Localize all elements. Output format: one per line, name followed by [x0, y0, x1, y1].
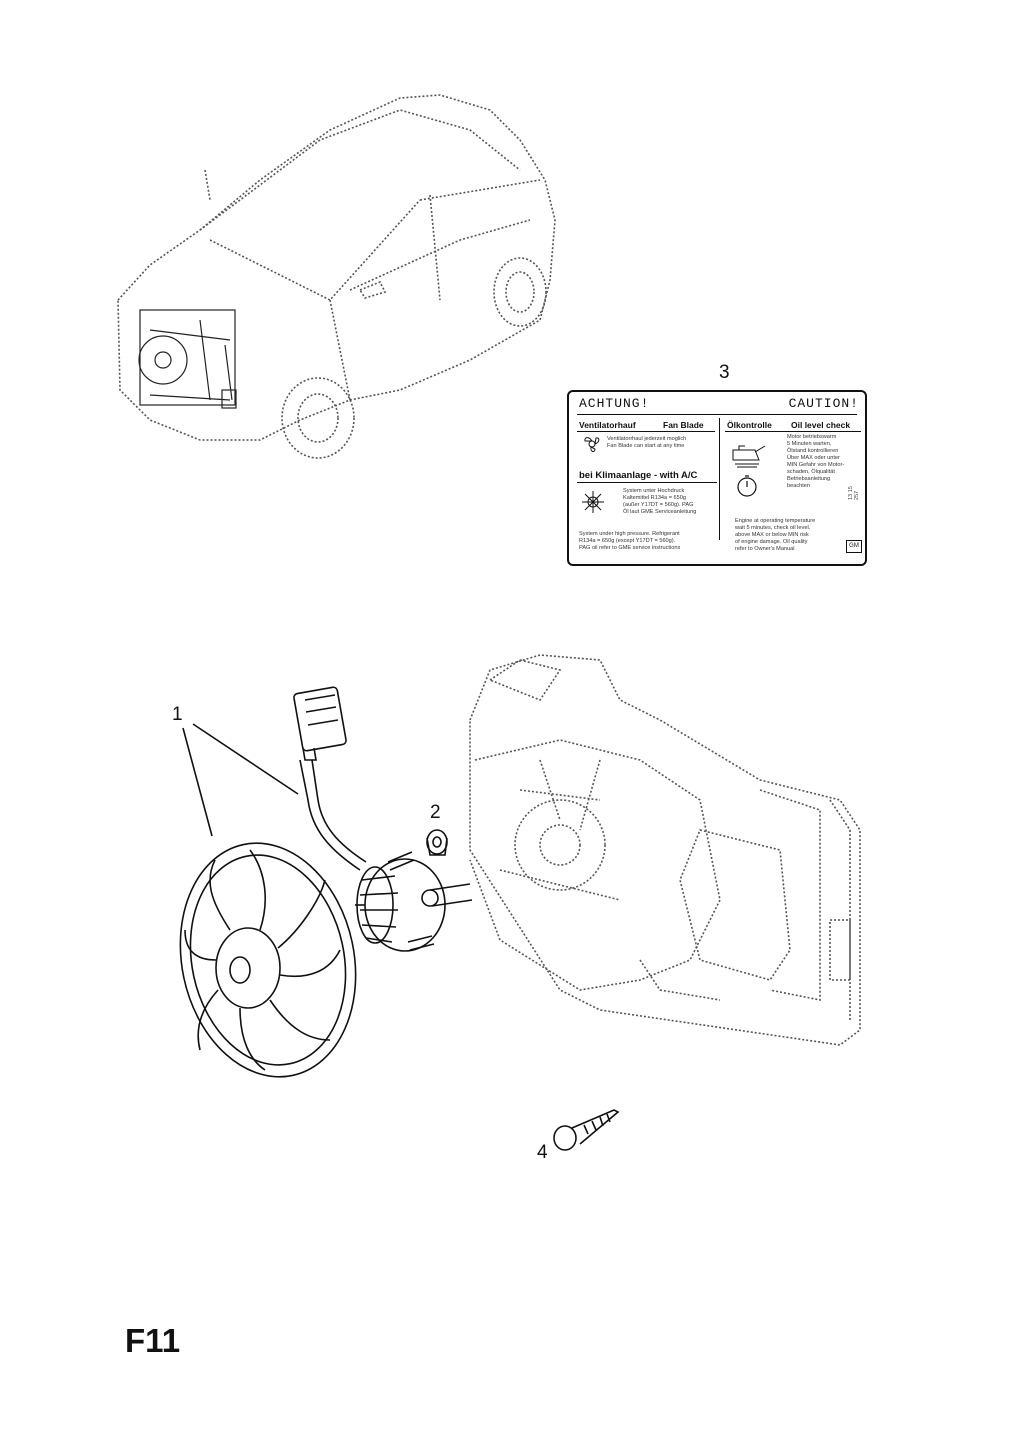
oil-underline — [725, 431, 861, 432]
column-divider — [719, 418, 720, 540]
ac-title: bei Klimaanlage - with A/C — [579, 470, 698, 481]
radiator-shroud — [469, 654, 861, 1046]
fan-title-de: Ventilatorhauf — [579, 420, 636, 430]
label-header-right: CAUTION! — [788, 396, 859, 411]
callout-2: 2 — [430, 802, 441, 823]
gm-logo: GM — [846, 540, 862, 553]
callout-4: 4 — [537, 1142, 548, 1163]
fan-underline — [577, 431, 715, 432]
page-code: F11 — [125, 1322, 181, 1359]
oil-text-de: Motor betriebswarm 5 Minuten warten, Öls… — [787, 434, 845, 489]
label-part-code: 13 15 257 — [848, 486, 860, 500]
callout-1: 1 — [172, 704, 183, 725]
nut — [426, 829, 448, 856]
ac-underline — [577, 482, 717, 483]
fan-blade-icon — [584, 437, 600, 452]
callout-3: 3 — [719, 362, 730, 383]
timer-icon — [737, 475, 757, 497]
header-divider — [577, 414, 857, 415]
fan-text: Ventilatorrhaul jederzeit moglich Fan Bl… — [607, 436, 687, 449]
fan-motor — [293, 686, 473, 952]
screw — [553, 1109, 620, 1151]
ac-text-de: System unter Hochdruck Kaltemittel R134a… — [623, 488, 697, 515]
vehicle-fan-module — [138, 309, 237, 409]
snowflake-icon — [582, 491, 604, 513]
label-header-left: ACHTUNG! — [579, 396, 650, 411]
leader-lines — [182, 723, 299, 837]
oil-title-de: Ölkontrolle — [727, 420, 772, 430]
oil-text-en: Engine at operating temperature wait 5 m… — [735, 518, 816, 552]
fan-title-en: Fan Blade — [663, 420, 704, 430]
ac-text-en: System under high pressure. Refrigerant … — [579, 531, 681, 551]
oil-can-icon — [732, 445, 766, 468]
vehicle-outline — [117, 94, 556, 459]
oil-title-en: Oil level check — [791, 420, 851, 430]
caution-label: ACHTUNG! CAUTION! Ventilatorhauf Fan Bla… — [567, 390, 867, 566]
fan-blade — [179, 842, 357, 1078]
